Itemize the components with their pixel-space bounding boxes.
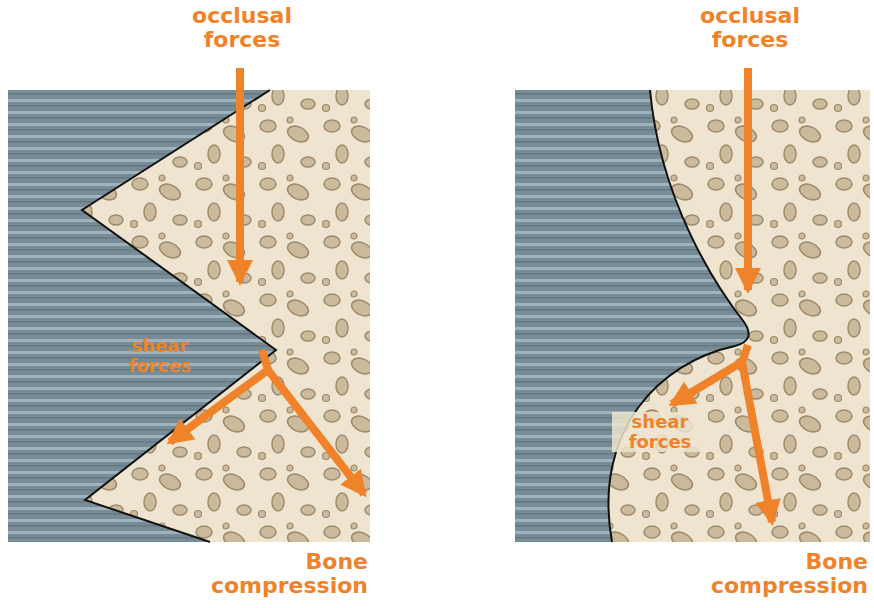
- force-arrow: [236, 68, 244, 282]
- force-arrow: [672, 345, 748, 404]
- force-arrow: [742, 362, 772, 522]
- force-label: occlusal forces: [688, 4, 812, 52]
- implant-outline: [82, 90, 276, 542]
- bone: [515, 90, 870, 542]
- bone: [8, 90, 370, 542]
- force-arrow: [268, 370, 364, 494]
- rounded-implant: [515, 90, 749, 542]
- threaded-implant: [8, 90, 276, 542]
- force-label: shear forces: [112, 336, 208, 376]
- force-arrow: [744, 68, 752, 290]
- force-label: shear forces: [612, 412, 708, 452]
- implant-outline: [608, 90, 748, 542]
- force-label: occlusal forces: [180, 4, 304, 52]
- force-label: Bone compression: [186, 550, 368, 598]
- force-label: Bone compression: [686, 550, 868, 598]
